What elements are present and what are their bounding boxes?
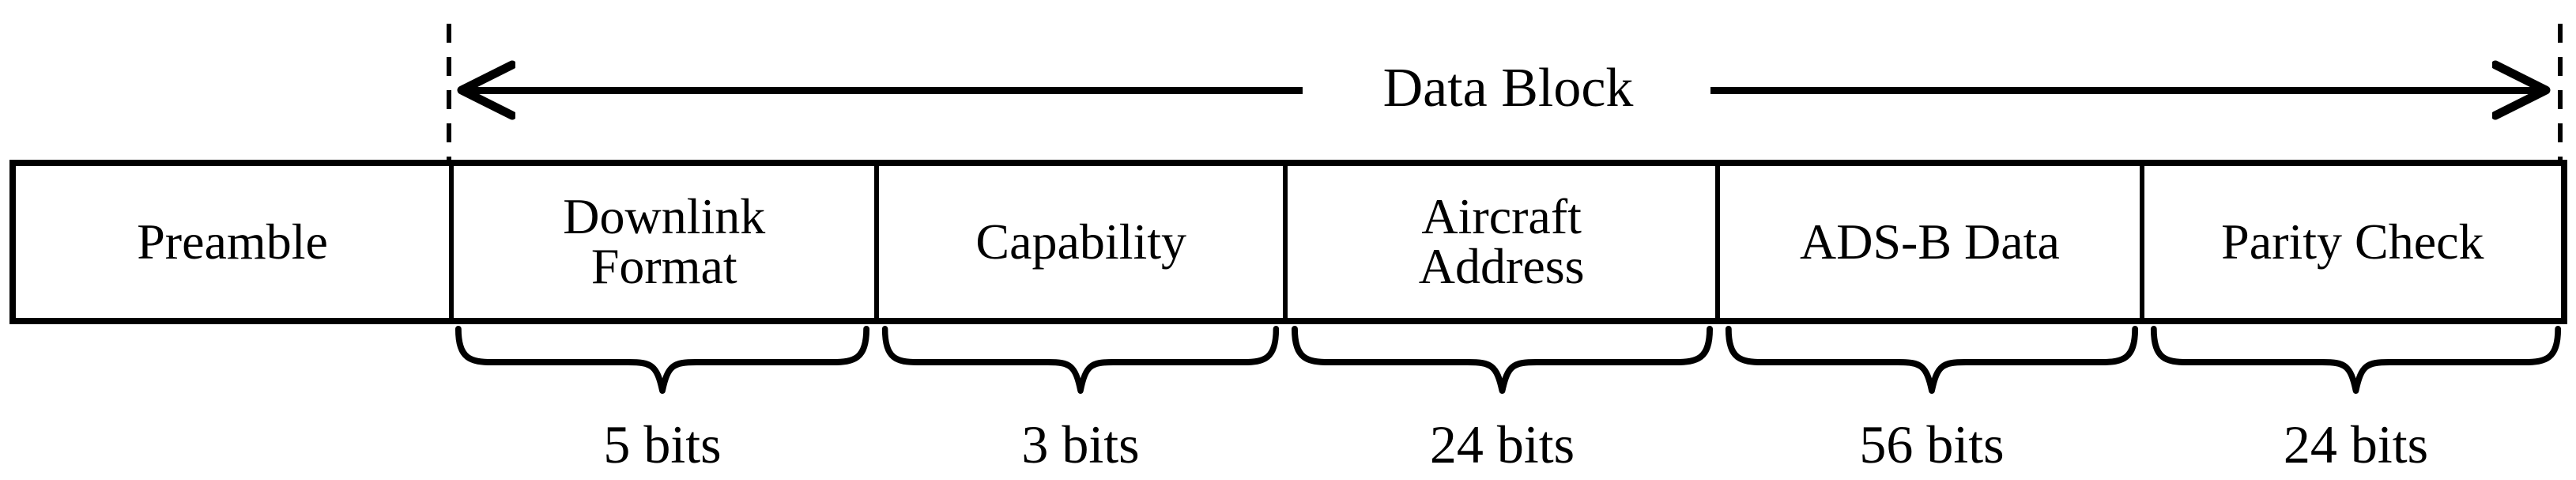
data-block-left-dashed-line <box>447 24 451 160</box>
arrowhead-left-icon <box>457 60 515 120</box>
brace-downlink-format <box>454 326 870 394</box>
cell-adsb-data: ADS-B Data <box>1715 166 2139 318</box>
cell-preamble: Preamble <box>137 213 328 270</box>
cell-parity-check: Parity Check <box>2139 166 2561 318</box>
bits-label-parity-check: 24 bits <box>2283 414 2429 474</box>
bits-label-adsb-data: 56 bits <box>1859 414 2005 474</box>
bits-label-capability: 3 bits <box>1021 414 1140 474</box>
cell-aircraft-address: Aircraft Address <box>1283 166 1715 318</box>
data-block-label: Data Block <box>1382 58 1634 119</box>
bits-label-aircraft-address: 24 bits <box>1429 414 1575 474</box>
data-block-arrow-right-segment <box>1710 87 2545 94</box>
bits-label-downlink-format: 5 bits <box>603 414 722 474</box>
arrowhead-right-icon <box>2492 60 2551 120</box>
data-block-right-dashed-line <box>2558 24 2563 160</box>
cell-downlink-format: Downlink Format <box>449 166 874 318</box>
brace-parity-check <box>2150 326 2562 394</box>
brace-capability <box>881 326 1280 394</box>
brace-aircraft-address <box>1291 326 1714 394</box>
message-field-row: Preamble Downlink Format Capability Airc… <box>9 160 2567 324</box>
data-block-arrow-left-segment <box>468 87 1303 94</box>
brace-adsb-data <box>1725 326 2139 394</box>
cell-capability: Capability <box>874 166 1283 318</box>
